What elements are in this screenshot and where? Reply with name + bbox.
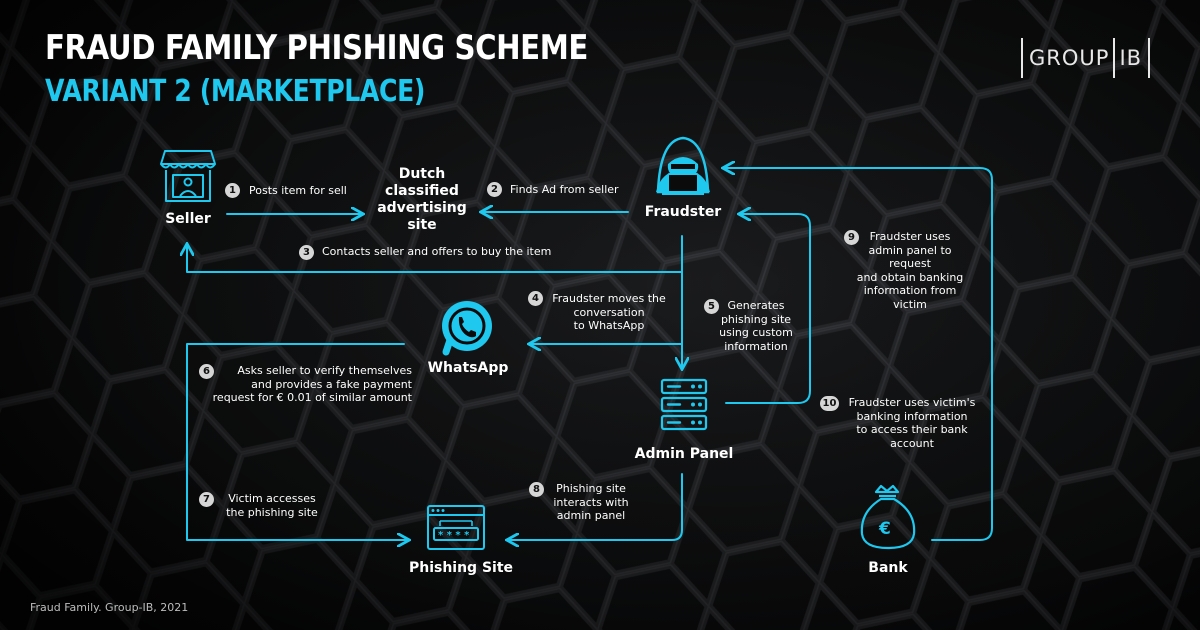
step-text-line: banking information	[856, 409, 968, 423]
password-window-icon: * * * *	[427, 505, 485, 550]
step-number-badge: 3	[299, 245, 314, 260]
arrow-fraudster-to-seller	[187, 235, 683, 273]
step-text-line: the phishing site	[226, 505, 318, 519]
step-number-badge: 4	[528, 291, 543, 306]
step-2-text: Finds Ad from seller	[510, 183, 619, 197]
node-classified-line: site	[407, 217, 437, 233]
node-classified-line: advertising	[377, 200, 467, 216]
node-admin-panel-label: Admin Panel	[634, 446, 734, 462]
step-number-badge: 6	[199, 364, 214, 379]
node-seller-label: Seller	[165, 211, 211, 227]
step-9-text: Fraudster uses admin panel to request an…	[850, 230, 970, 311]
step-text-line: Posts item for sell	[249, 184, 347, 197]
step-8-text: Phishing site interacts with admin panel	[546, 482, 636, 523]
step-text-line: interacts with	[553, 495, 629, 509]
step-number-badge: 9	[844, 230, 859, 245]
step-text-line: using custom	[719, 326, 793, 339]
step-5-text: Generates phishing site using custom inf…	[716, 299, 796, 353]
server-stack-icon	[660, 378, 708, 431]
step-number-badge: 8	[529, 482, 544, 497]
step-text-line: phishing site	[720, 312, 792, 326]
step-text-line: and obtain banking	[856, 270, 964, 284]
arrow-admin-to-phishing	[508, 473, 683, 540]
step-text-line: Fraudster moves the	[552, 292, 666, 305]
diagram-title: FRAUD FAMILY PHISHING SCHEME	[45, 28, 588, 68]
step-3-text: Contacts seller and offers to buy the it…	[322, 245, 551, 259]
step-text-line: Generates	[727, 299, 785, 312]
step-text-line: account	[890, 436, 934, 450]
step-text-line: Contacts seller and offers to buy the it…	[322, 245, 552, 258]
step-number-badge: 1	[225, 183, 240, 198]
step-number-badge: 5	[704, 299, 719, 314]
step-1-text: Posts item for sell	[249, 184, 347, 198]
node-phishing-site-label: Phishing Site	[408, 560, 514, 576]
group-ib-logo: GROUP IB	[1021, 38, 1151, 78]
step-text-line: victim	[893, 297, 927, 311]
logo-bar-middle	[1113, 38, 1116, 78]
step-text-line: to access their bank	[856, 423, 968, 436]
step-text-line: to WhatsApp	[573, 319, 645, 332]
step-text-line: request for € 0.01 of similar amount	[212, 391, 412, 404]
step-text-line: Asks seller to verify themselves	[237, 364, 412, 377]
step-text-line: conversation	[573, 305, 645, 319]
logo-bar-left	[1021, 38, 1023, 78]
arrow-bank-to-fraudster	[724, 168, 993, 541]
node-bank-label: Bank	[868, 560, 908, 576]
step-text-line: admin panel to	[868, 243, 952, 257]
step-10-text: Fraudster uses victim's banking informat…	[845, 396, 979, 450]
step-number-badge: 10	[820, 396, 839, 411]
logo-text-left: GROUP	[1029, 46, 1110, 70]
whatsapp-icon	[442, 301, 492, 356]
node-classified-label: Dutch classified advertising site	[366, 166, 478, 234]
logo-text-right: IB	[1119, 46, 1143, 70]
step-text-line: request	[889, 257, 931, 270]
step-text-line: Finds Ad from seller	[510, 183, 619, 196]
step-text-line: Victim accesses	[228, 492, 316, 505]
step-text-line: information	[724, 339, 788, 353]
svg-text:€: €	[878, 519, 891, 539]
step-4-text: Fraudster moves the conversation to What…	[550, 292, 668, 333]
node-fraudster-label: Fraudster	[644, 204, 722, 220]
step-text-line: Fraudster uses	[869, 230, 951, 243]
step-text-line: information from	[863, 284, 957, 297]
diagram-subtitle: VARIANT 2 (MARKETPLACE)	[45, 74, 425, 109]
step-number-badge: 7	[199, 492, 214, 507]
storefront-seller-icon	[160, 150, 216, 202]
node-classified-line: Dutch	[398, 166, 446, 182]
step-text-line: Phishing site	[556, 482, 626, 495]
step-7-text: Victim accesses the phishing site	[222, 492, 322, 519]
step-number-badge: 2	[487, 182, 502, 197]
node-classified-line: classified	[385, 183, 459, 199]
arrow-whatsapp-to-phishing	[186, 343, 408, 540]
euro-money-bag-icon: €	[860, 484, 916, 550]
svg-text:* * * *: * * * *	[438, 530, 470, 541]
step-6-text: Asks seller to verify themselves and pro…	[202, 364, 412, 405]
step-text-line: admin panel	[556, 509, 626, 522]
footer-credit: Fraud Family. Group-IB, 2021	[30, 601, 189, 614]
step-text-line: Fraudster uses victim's	[848, 396, 976, 409]
node-whatsapp-label: WhatsApp	[427, 360, 509, 376]
arrow-admin-to-fraudster	[725, 214, 811, 404]
logo-bar-right	[1148, 38, 1151, 78]
hooded-hacker-laptop-icon	[656, 136, 710, 195]
step-text-line: and provides a fake payment	[251, 377, 412, 391]
